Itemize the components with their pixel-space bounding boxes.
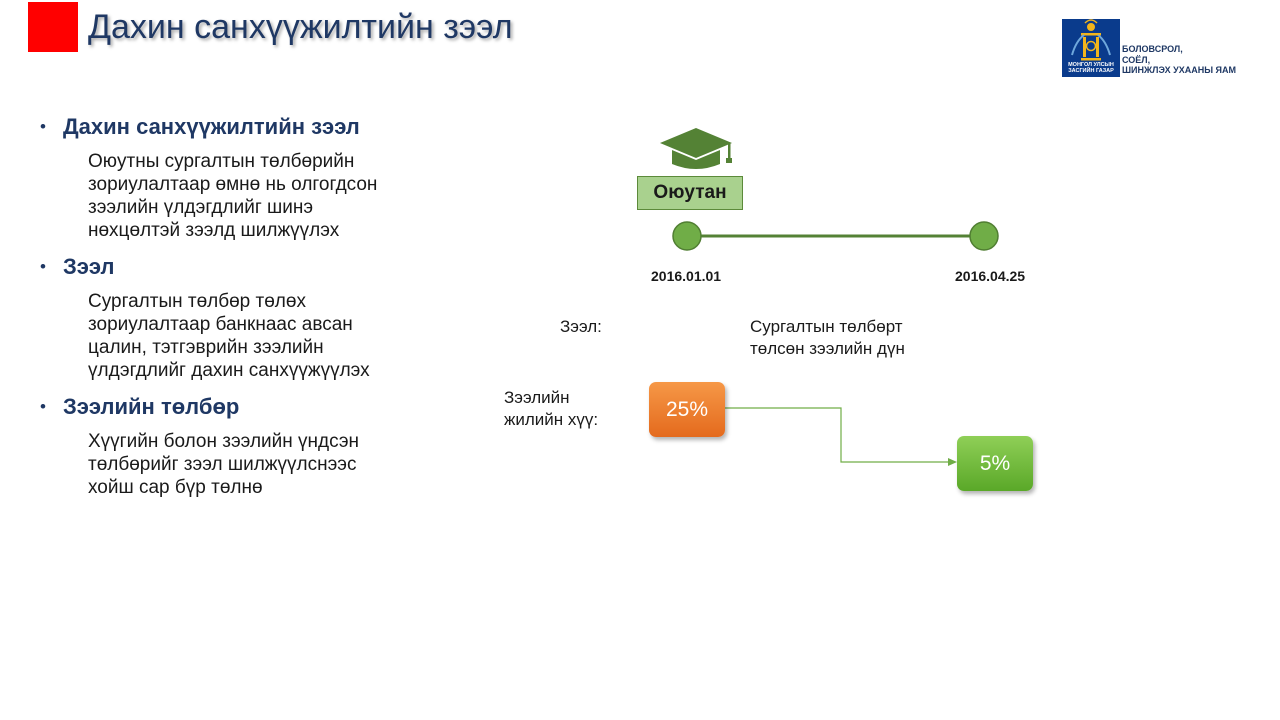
bullet-marker-icon: •	[40, 257, 46, 276]
bullet-item: • Зээлийн төлбөр Хүүгийн болон зээлийн ү…	[40, 394, 400, 499]
timeline-start-date: 2016.01.01	[651, 268, 722, 284]
ministry-name: БОЛОВСРОЛ, СОЁЛ, ШИНЖЛЭХ УХААНЫ ЯАМ	[1122, 44, 1236, 76]
refinancing-diagram: Оюутан 2016.01.01 2016.04.25 Зээл: Сурга…	[480, 110, 1100, 510]
rate-connector-arrow	[725, 407, 950, 463]
bullet-description: Хүүгийн болон зээлийн үндсэн төлбөрийг з…	[88, 431, 360, 498]
bullet-list: • Дахин санхүүжилтийн зээл Оюутны сургал…	[40, 114, 400, 511]
timeline-start-node	[672, 221, 702, 251]
rate-before-box: 25%	[649, 382, 725, 437]
timeline-end-date: 2016.04.25	[955, 268, 1026, 284]
ministry-name-line: СОЁЛ,	[1122, 54, 1151, 65]
bullet-description: Сургалтын төлбөр төлөх зориулалтаар банк…	[88, 291, 370, 381]
emblem-caption: МОНГОЛ УЛСЫН ЗАСГИЙН ГАЗАР	[1068, 62, 1114, 74]
emblem-box: МОНГОЛ УЛСЫН ЗАСГИЙН ГАЗАР	[1062, 19, 1120, 77]
bullet-item: • Дахин санхүүжилтийн зээл Оюутны сургал…	[40, 114, 400, 242]
loan-label: Зээл:	[560, 317, 602, 336]
rate-after-box: 5%	[957, 436, 1033, 491]
loan-value-text: Сургалтын төлбөрт төлсөн зээлийн дүн	[750, 317, 905, 358]
diagram-graphics	[660, 128, 999, 466]
slide-title: Дахин санхүүжилтийн зээл	[88, 8, 513, 46]
bullet-marker-icon: •	[40, 397, 46, 416]
title-accent-square	[28, 2, 78, 52]
arrowhead-icon	[948, 458, 957, 466]
graduation-cap-icon	[660, 128, 732, 169]
bullet-title: Зээл	[63, 254, 115, 279]
bullet-item: • Зээл Сургалтын төлбөр төлөх зориулалта…	[40, 254, 400, 382]
student-label-box: Оюутан	[637, 176, 743, 210]
bullet-marker-icon: •	[40, 117, 46, 136]
bullet-title: Зээлийн төлбөр	[63, 394, 240, 419]
bullet-title: Дахин санхүүжилтийн зээл	[63, 114, 360, 139]
ministry-name-line: ШИНЖЛЭХ УХААНЫ ЯАМ	[1122, 65, 1237, 75]
soyombo-emblem-icon	[1071, 19, 1111, 61]
ministry-logo: МОНГОЛ УЛСЫН ЗАСГИЙН ГАЗАР БОЛОВСРОЛ, СО…	[1062, 19, 1254, 77]
rate-label: Зээлийн жилийн хүү:	[504, 388, 599, 429]
bullet-description: Оюутны сургалтын төлбөрийн зориулалтаар …	[88, 151, 378, 241]
timeline-end-node	[969, 221, 999, 251]
ministry-name-line: БОЛОВСРОЛ,	[1122, 44, 1183, 54]
